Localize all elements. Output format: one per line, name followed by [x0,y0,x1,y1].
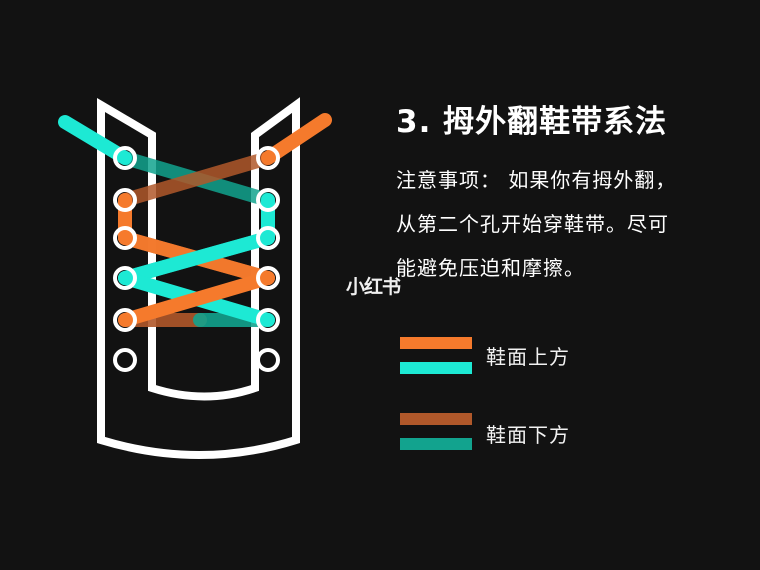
legend-below: 鞋面下方 [400,413,569,463]
legend-label-above: 鞋面上方 [486,345,570,369]
note-line: 能避免压迫和摩擦。 [396,256,585,280]
note-line: 从第二个孔开始穿鞋带。尽可 [396,212,669,236]
eyelets [113,146,280,372]
legend-above: 鞋面上方 [400,337,569,387]
legend-swatch-orange [400,337,472,349]
watermark-logo: 小红书 [346,276,401,298]
legend-swatch-dark-cyan [400,438,472,450]
legend-label-below: 鞋面下方 [486,423,570,447]
note-text: 注意事项： 如果你有拇外翻， 从第二个孔开始穿鞋带。尽可 能避免压迫和摩擦。 [396,158,716,290]
note-line: 注意事项： 如果你有拇外翻， [396,168,677,192]
page-title: 3. 拇外翻鞋带系法 [396,104,668,140]
legend-swatch-cyan [400,362,472,374]
shoe-outline [97,97,300,459]
legend-swatch-dark-orange [400,413,472,425]
laces-above [58,113,332,327]
